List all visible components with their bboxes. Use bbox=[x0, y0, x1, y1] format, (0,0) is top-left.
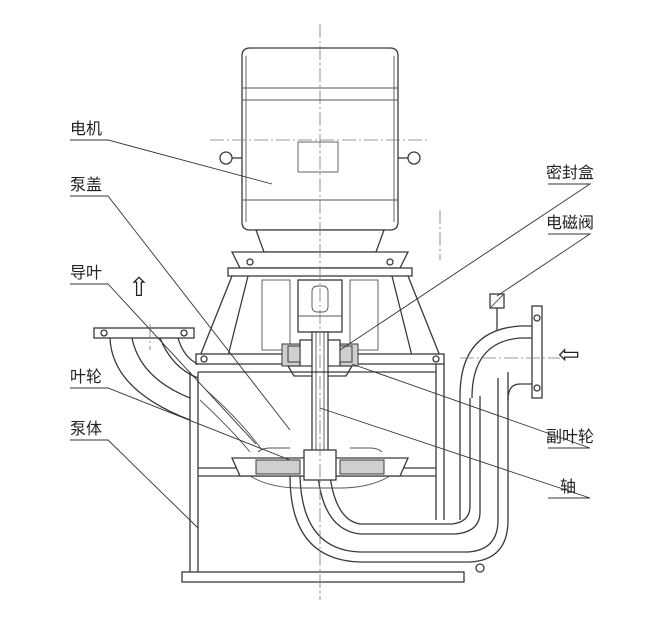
label-impeller: 叶轮 bbox=[70, 367, 102, 386]
inlet-arrow-icon: ⇦ bbox=[558, 340, 580, 370]
guide-vane bbox=[199, 389, 263, 453]
label-solenoid-valve: 电磁阀 bbox=[546, 213, 594, 232]
label-pump-cover: 泵盖 bbox=[70, 175, 102, 194]
solenoid-valve bbox=[489, 293, 505, 330]
label-seal-box: 密封盒 bbox=[546, 163, 594, 182]
outlet-pipe bbox=[93, 327, 199, 421]
inlet-pipe bbox=[459, 305, 543, 520]
aux-impeller bbox=[287, 345, 353, 363]
pump-body bbox=[181, 364, 509, 583]
label-guide-vane: 导叶 bbox=[70, 263, 102, 282]
label-motor: 电机 bbox=[70, 119, 102, 138]
outlet-arrow-icon: ⇧ bbox=[128, 273, 150, 303]
label-aux-impeller: 副叶轮 bbox=[546, 427, 594, 446]
label-pump-body: 泵体 bbox=[70, 419, 102, 438]
label-shaft: 轴 bbox=[560, 477, 576, 496]
center-lines bbox=[149, 24, 560, 600]
leader-lines bbox=[70, 139, 592, 529]
